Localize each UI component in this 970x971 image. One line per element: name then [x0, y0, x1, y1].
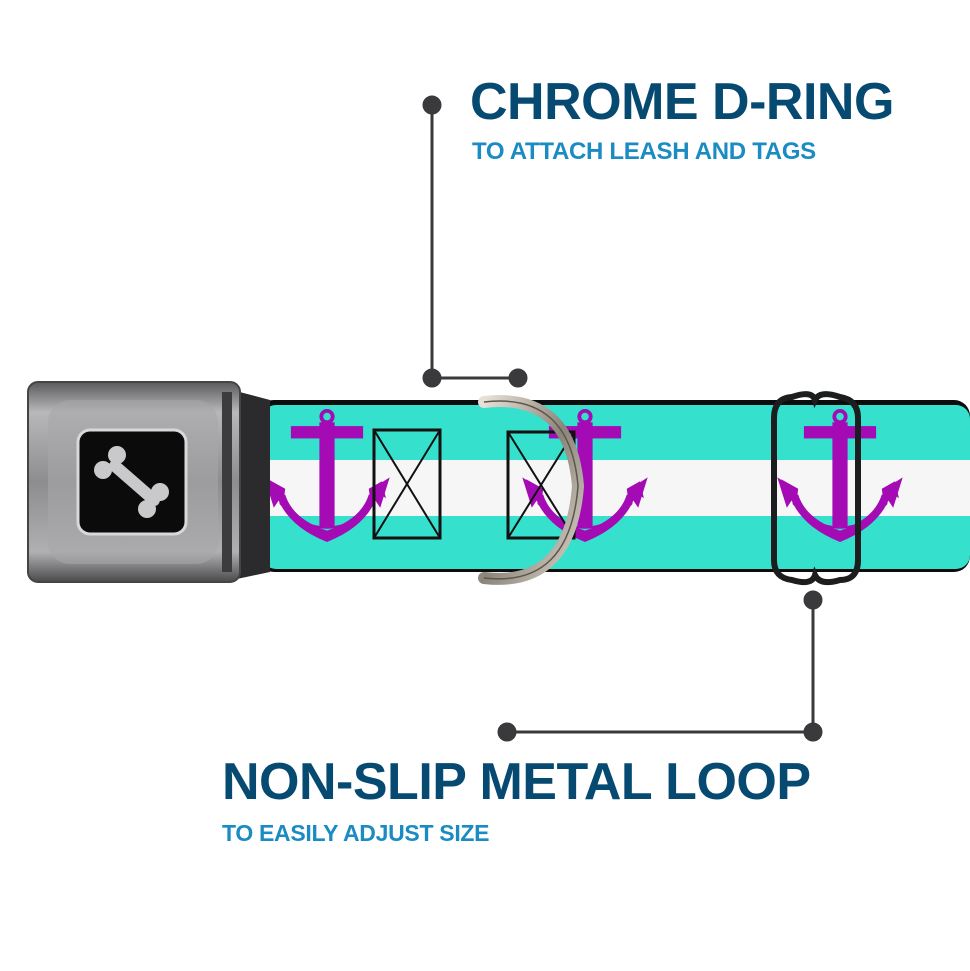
chrome-d-ring: [478, 395, 585, 585]
callout-dot: [803, 722, 823, 742]
buckle-tab: [232, 390, 270, 580]
box-stitch: [372, 428, 576, 540]
bone-icon: [94, 446, 169, 518]
d-ring-callout-title: CHROME D-RING: [470, 73, 894, 131]
metal-loop: [771, 391, 861, 586]
callout-dot: [497, 722, 517, 742]
d-ring-callout-subtitle: TO ATTACH LEASH AND TAGS: [472, 138, 816, 165]
seatbelt-buckle[interactable]: [27, 381, 241, 583]
callout-dot: [803, 590, 823, 610]
callout-line-metal-loop: [497, 590, 823, 742]
callout-dot: [508, 368, 528, 388]
metal-loop-callout-title: NON-SLIP METAL LOOP: [222, 753, 811, 811]
callout-dot: [422, 95, 442, 115]
collar-strap: [258, 400, 970, 572]
callout-line-d-ring: [422, 95, 528, 388]
callout-dot: [422, 368, 442, 388]
metal-loop-callout-subtitle: TO EASILY ADJUST SIZE: [222, 820, 490, 846]
